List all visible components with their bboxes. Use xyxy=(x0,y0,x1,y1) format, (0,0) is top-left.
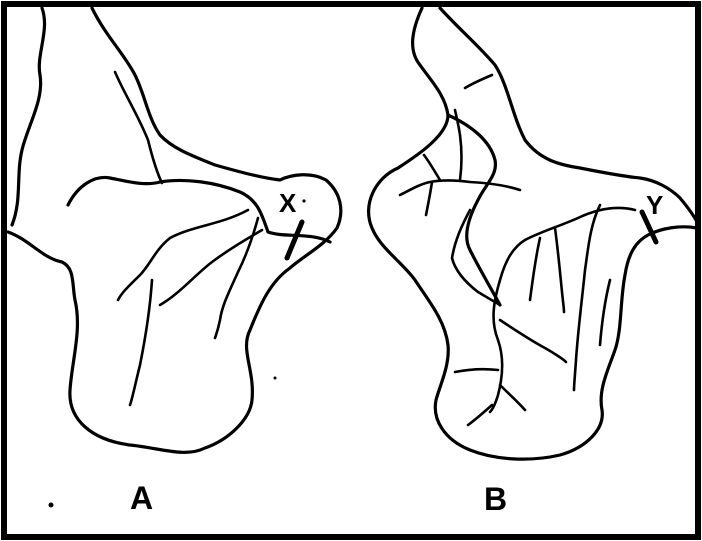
basin-b-inner-divide xyxy=(448,115,500,305)
basin-a-divide xyxy=(8,8,341,452)
basin-b-label: B xyxy=(484,481,507,517)
basin-a-main-stream xyxy=(160,230,262,305)
basin-a: X xyxy=(8,8,341,452)
basin-b-stream-east-small xyxy=(600,280,610,345)
outlet-x-dot xyxy=(302,199,305,202)
basin-b-stream-north xyxy=(400,181,520,196)
basin-b-stream-north-branch-3 xyxy=(426,182,432,215)
outlet-y-label: Y xyxy=(646,190,663,220)
basin-b-stream-east xyxy=(574,205,600,390)
basin-a-stream-centre xyxy=(130,280,152,405)
basin-a-stream-right xyxy=(215,218,258,338)
basin-b-stream-south-branch-1 xyxy=(500,320,566,362)
scan-speck xyxy=(274,377,277,380)
scan-speck xyxy=(49,503,54,508)
diagram-frame xyxy=(4,4,698,537)
basin-b-stream-south-branch-2 xyxy=(455,369,498,372)
basin-b-stream-centre-branch xyxy=(530,238,540,300)
basin-b: Y xyxy=(369,8,697,459)
basin-b-stream-south-branch-4 xyxy=(468,405,492,425)
basin-b-stream-centre xyxy=(555,228,564,312)
basin-a-label: A xyxy=(130,480,153,516)
basin-b-stream-north-branch-2 xyxy=(424,155,440,180)
outlet-x-marker xyxy=(287,222,302,258)
basin-b-stream-upper xyxy=(465,75,492,88)
basin-b-stream-south-branch-3 xyxy=(500,385,525,410)
basin-b-main-stream xyxy=(490,208,635,412)
outlet-x-label: X xyxy=(279,188,297,218)
basin-b-divide xyxy=(369,8,697,459)
left-edge-boundary xyxy=(12,8,45,225)
